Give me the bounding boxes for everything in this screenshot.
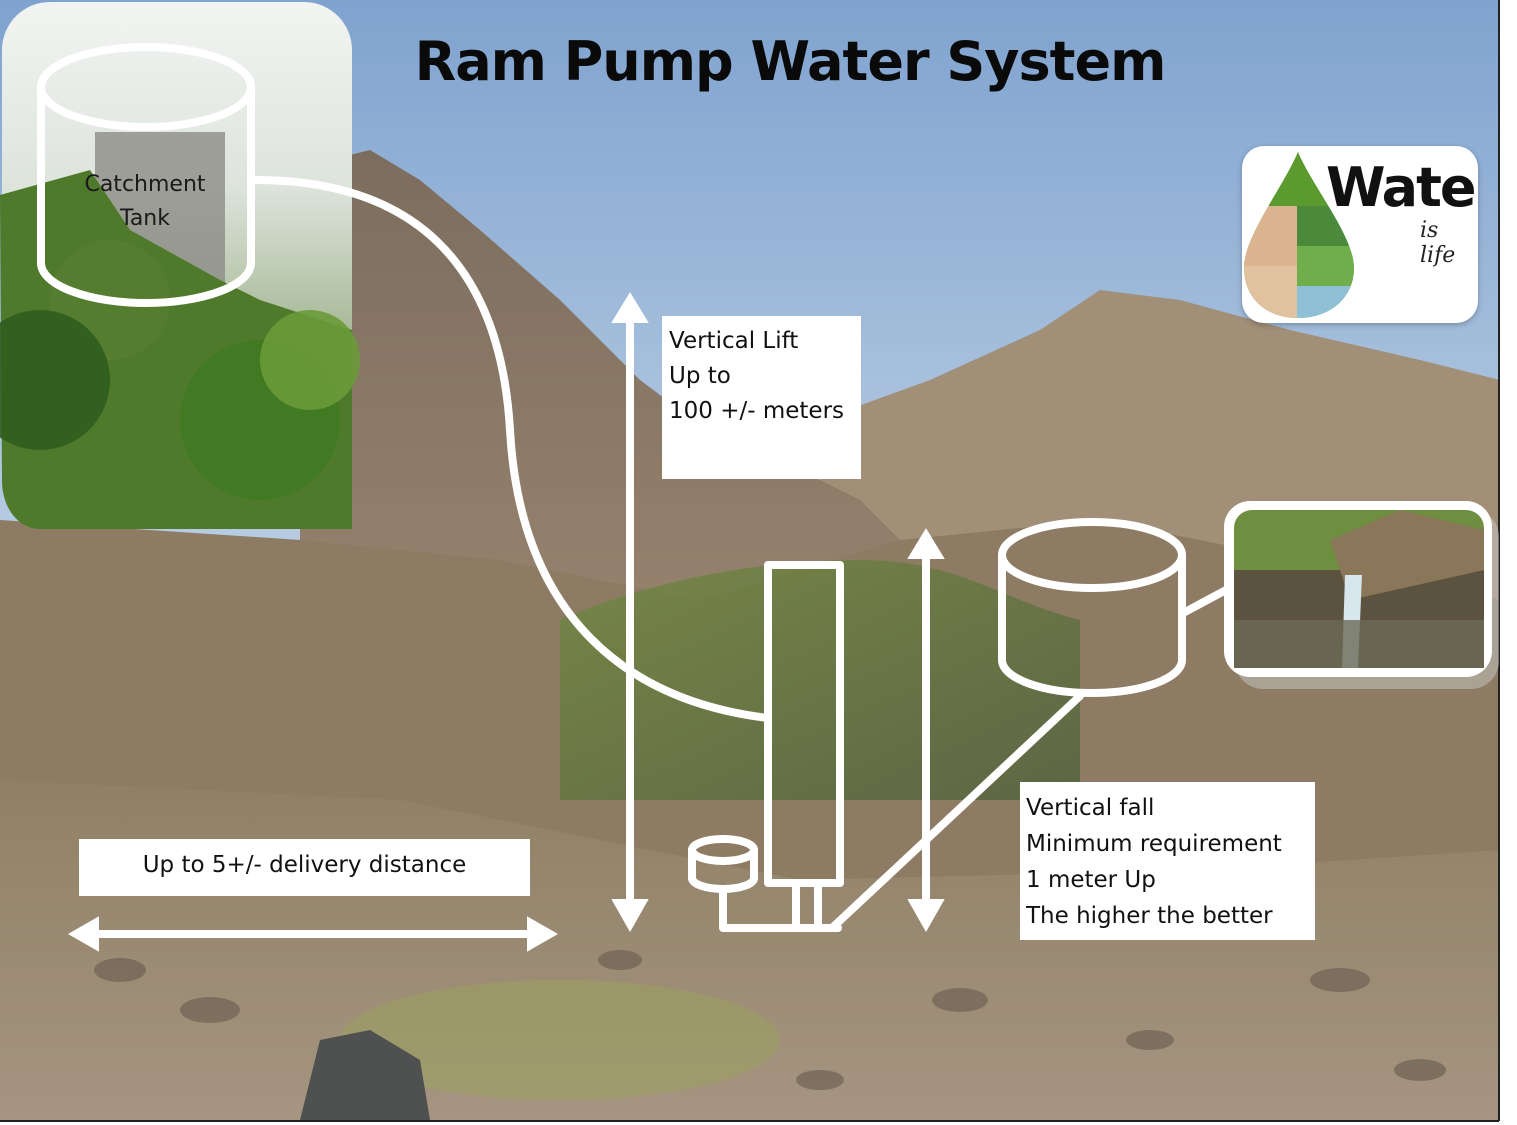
drive-pipe (828, 692, 1084, 932)
source-tank-cylinder (998, 518, 1186, 697)
water-is-life-logo: Water is life (1242, 146, 1478, 323)
vertical-fall-line4: The higher the better (1026, 903, 1273, 929)
vertical-lift-line2: Up to (669, 363, 731, 389)
ram-pump-air-chamber (764, 561, 844, 887)
vertical-lift-arrow (611, 292, 649, 933)
vertical-fall-line2: Minimum requirement (1026, 831, 1282, 857)
vertical-fall-line1: Vertical fall (1026, 795, 1155, 821)
vertical-fall-arrow (907, 528, 945, 933)
water-source-inset-photo (1224, 501, 1499, 689)
grass-patch (340, 980, 780, 1100)
vertical-fall-line3: 1 meter Up (1026, 867, 1156, 893)
delivery-pipe (251, 176, 772, 722)
water-drop-icon (1244, 152, 1354, 318)
catchment-tank-label-line1: Catchment (84, 172, 206, 197)
boulder (300, 1030, 430, 1120)
logo-tagline: is life (1420, 218, 1456, 268)
pump-base-pipe (719, 885, 842, 932)
catchment-tank-label-line2: Tank (120, 206, 170, 231)
slide-edge-bottom (0, 1120, 1517, 1125)
vertical-lift-line3: 100 +/- meters (669, 398, 845, 424)
source-connector-line (1181, 586, 1230, 616)
waste-valve-cylinder (688, 835, 758, 893)
vertical-lift-line1: Vertical Lift (669, 328, 799, 354)
catchment-tank-cylinder (37, 43, 255, 307)
page-title: Ram Pump Water System (414, 30, 1167, 93)
vegetation-band (560, 560, 1080, 800)
catchment-inset-photo (0, 2, 360, 529)
slide-edge-right (1500, 0, 1517, 1125)
delivery-distance-label: Up to 5+/- delivery distance (79, 839, 530, 896)
catchment-tank-label: Catchment Tank (60, 168, 230, 236)
vertical-lift-label: Vertical Lift Up to 100 +/- meters (662, 316, 861, 479)
vertical-fall-label: Vertical fall Minimum requirement 1 mete… (1020, 782, 1315, 940)
delivery-distance-arrow (67, 916, 559, 952)
logo-word: Water (1326, 156, 1478, 219)
scattered-rocks (94, 950, 1446, 1090)
